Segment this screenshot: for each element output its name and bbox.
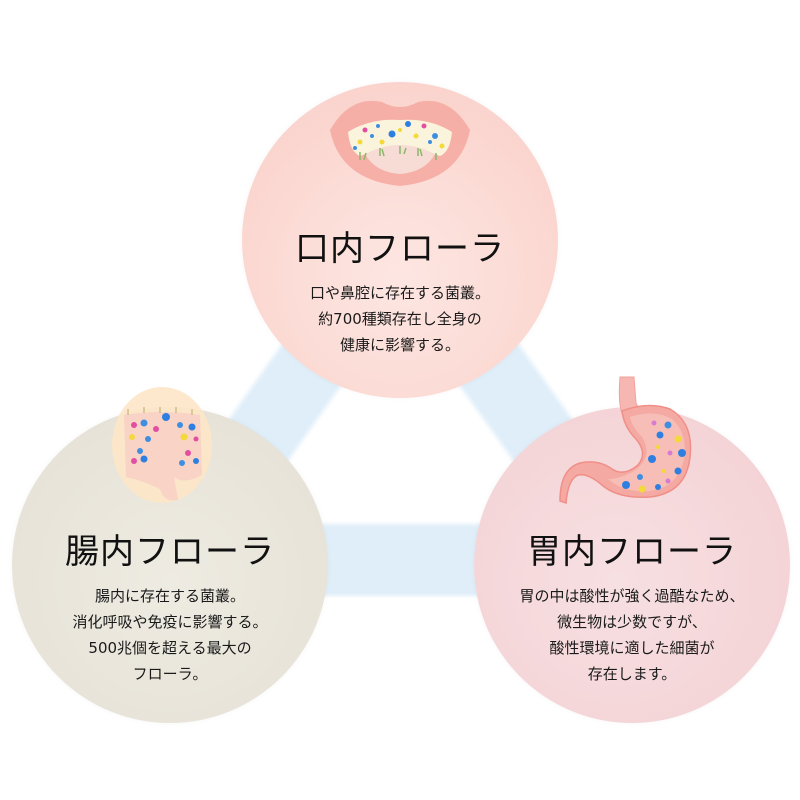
intestine-illustration-icon <box>112 387 212 503</box>
stomach-flora-content: 胃内フローラ 胃の中は酸性が強く過酷なため、 微生物は少数ですが、 酸性環境に適… <box>474 535 790 687</box>
gut-flora-line-4: フローラ。 <box>132 665 208 683</box>
gut-flora-content: 腸内フローラ 腸内に存在する菌叢。 消化呼吸や免疫に影響する。 500兆個を超え… <box>12 535 328 687</box>
gut-flora-description: 腸内に存在する菌叢。 消化呼吸や免疫に影響する。 500兆個を超える最大の フロ… <box>12 583 328 687</box>
stomach-flora-line-2: 微生物は少数ですが、 <box>557 613 707 631</box>
oral-flora-title: 口内フローラ <box>295 229 505 269</box>
stomach-flora-line-1: 胃の中は酸性が強く過酷なため、 <box>519 587 745 605</box>
stomach-flora-circle: 胃内フローラ 胃の中は酸性が強く過酷なため、 微生物は少数ですが、 酸性環境に適… <box>474 376 790 723</box>
stomach-flora-title: 胃内フローラ <box>527 532 737 572</box>
stomach-illustration-icon <box>559 376 692 505</box>
mouth-illustration-icon <box>330 100 470 186</box>
oral-flora-description: 口や鼻腔に存在する菌叢。 約700種類存在し全身の 健康に影響する。 <box>242 280 558 358</box>
oral-flora-circle: 口内フローラ 口や鼻腔に存在する菌叢。 約700種類存在し全身の 健康に影響する… <box>242 82 558 398</box>
gut-flora-circle: 腸内フローラ 腸内に存在する菌叢。 消化呼吸や免疫に影響する。 500兆個を超え… <box>12 387 328 723</box>
oral-flora-line-1: 口や鼻腔に存在する菌叢。 <box>309 284 490 302</box>
gut-flora-title: 腸内フローラ <box>65 532 275 572</box>
oral-flora-line-2: 約700種類存在し全身の <box>318 310 482 328</box>
gut-flora-line-1: 腸内に存在する菌叢。 <box>94 587 245 605</box>
gut-flora-line-2: 消化呼吸や免疫に影響する。 <box>72 613 268 631</box>
oral-flora-content: 口内フローラ 口や鼻腔に存在する菌叢。 約700種類存在し全身の 健康に影響する… <box>242 232 558 358</box>
gut-flora-line-3: 500兆個を超える最大の <box>88 639 252 657</box>
stomach-flora-line-4: 存在します。 <box>587 665 677 683</box>
stomach-flora-description: 胃の中は酸性が強く過酷なため、 微生物は少数ですが、 酸性環境に適した細菌が 存… <box>474 583 790 687</box>
stomach-flora-line-3: 酸性環境に適した細菌が <box>549 639 715 657</box>
oral-flora-line-3: 健康に影響する。 <box>339 336 460 354</box>
